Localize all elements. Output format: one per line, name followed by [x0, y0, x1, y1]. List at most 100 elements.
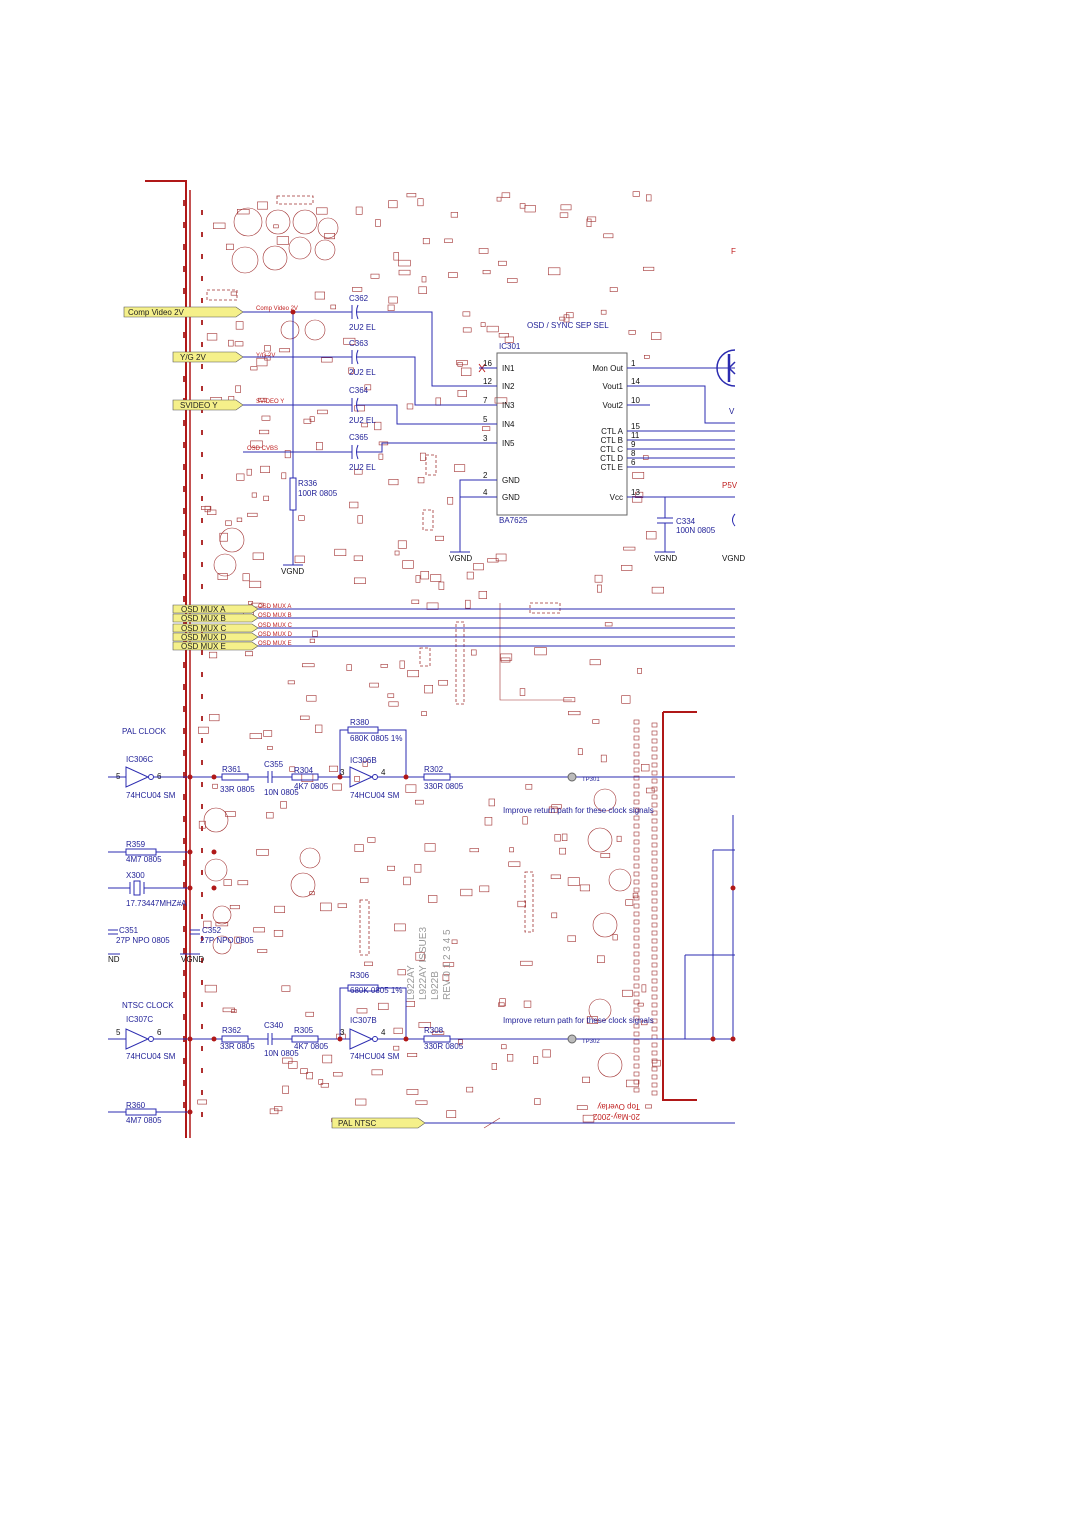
pcb-part-outline [355, 206, 363, 215]
svg-text:4K7 0805: 4K7 0805 [294, 1042, 329, 1051]
port-yg: Y/G 2V [172, 351, 244, 363]
pcb-part-outline [415, 575, 421, 583]
ic301-pin-number: 9 [631, 440, 636, 449]
pcb-part-outline [330, 304, 336, 310]
junction-right-2 [710, 1036, 716, 1042]
pcb-silk-mark [183, 816, 185, 822]
pcb-silk-mark [201, 980, 203, 985]
pcb-silk-mark [201, 430, 203, 435]
pcb-silk-mark [201, 782, 203, 787]
pcb-pad-row [651, 802, 658, 808]
pcb-part-outline [453, 464, 466, 472]
pcb-pad-row [651, 1002, 658, 1008]
pcb-pad-row [633, 839, 640, 845]
pcb-silk-mark [183, 728, 185, 734]
pcb-pad-icon [290, 872, 316, 898]
pcb-part-outline [406, 1089, 419, 1095]
pcb-pad-row [651, 858, 658, 864]
pcb-silk-mark [183, 508, 185, 514]
pcb-part-outline [306, 1072, 313, 1080]
resistor-r360: R360 4M7 0805 [108, 1101, 190, 1125]
pcb-pad-row [651, 834, 658, 840]
pcb-part-outline [234, 341, 244, 347]
pcb-part-outline [403, 876, 411, 886]
pcb-part-outline [263, 495, 269, 502]
pcb-part-outline [320, 902, 332, 912]
pcb-part-outline [519, 203, 526, 209]
pcb-part-outline [534, 647, 547, 656]
pcb-pad-row [651, 970, 658, 976]
pcb-silk-mark [201, 584, 203, 589]
pcb-part-outline [207, 509, 217, 515]
svg-text:2U2 EL: 2U2 EL [349, 368, 376, 377]
pcb-part-outline [294, 555, 305, 563]
pcb-part-outline [332, 783, 342, 791]
svg-text:IC307B: IC307B [350, 1016, 377, 1025]
pcb-part-outline [306, 695, 317, 702]
wire-to-in4 [365, 404, 497, 425]
pcb-part-outline [457, 1039, 463, 1045]
pcb-part-outline [267, 745, 273, 750]
ic301-pin-number: 1 [631, 359, 636, 368]
pcb-pad-row [651, 962, 658, 968]
pcb-part-outline [356, 1008, 368, 1014]
junction-dots [187, 309, 409, 1115]
port-osd-mux-b: OSD MUX B [172, 613, 259, 623]
svg-text:10N 0805: 10N 0805 [264, 1049, 299, 1058]
pcb-silk-mark [183, 442, 185, 448]
pcb-pad-icon [317, 217, 339, 239]
pcb-silk-mark [183, 662, 185, 668]
net-label-osd-cvbs: OSD CVBS [247, 446, 278, 452]
pcb-pad-row [633, 767, 640, 773]
svg-text:TP301: TP301 [582, 777, 600, 783]
pcb-part-outline [481, 426, 491, 431]
pcb-connector-outline [529, 602, 561, 614]
pcb-part-outline [397, 969, 406, 976]
pcb-part-outline [393, 252, 399, 261]
pcb-pad-row [633, 975, 640, 981]
pcb-part-outline [430, 574, 442, 582]
resistor-r336 [289, 477, 297, 511]
pcb-part-outline [554, 834, 561, 842]
pcb-part-outline [559, 316, 566, 321]
pcb-part-outline [258, 397, 267, 403]
svg-text:17.73447MHZ#A: 17.73447MHZ#A [126, 899, 187, 908]
c334-value: 100N 0805 [676, 526, 716, 535]
svg-text:R361: R361 [222, 765, 242, 774]
pcb-pad-row [651, 722, 658, 728]
pcb-part-outline [466, 571, 474, 580]
pcb-part-outline [274, 905, 285, 914]
pcb-part-outline [263, 345, 271, 352]
pcb-part-outline [281, 472, 287, 480]
pcb-silk-mark [201, 936, 203, 941]
pcb-silk-mark [201, 694, 203, 699]
r336-ref: R336 [298, 479, 318, 488]
pcb-part-outline [213, 222, 226, 229]
junction-dot [187, 1036, 193, 1042]
pcb-part-outline [632, 892, 639, 899]
pcb-part-outline [375, 219, 381, 227]
pcb-part-outline [478, 590, 487, 599]
pcb-pad-icon [280, 320, 300, 340]
pcb-silk-mark [201, 276, 203, 281]
pcb-part-outline [462, 311, 471, 317]
pcb-silk-mark [201, 210, 203, 215]
port-osd-mux-e: OSD MUX E [172, 641, 259, 651]
pcb-part-outline [316, 207, 328, 215]
pcb-part-outline [378, 453, 384, 460]
pcb-pad-icon [314, 239, 336, 261]
pcb-silk-mark [183, 1058, 185, 1064]
pcb-part-outline [499, 998, 506, 1007]
pcb-part-outline [402, 560, 414, 569]
pcb-part-outline [353, 555, 364, 561]
net-label-osd-mux-c: OSD MUX C [258, 623, 293, 629]
pcb-part-outline [398, 269, 411, 276]
pcb-part-outline [547, 267, 561, 276]
pcb-overlay [183, 191, 664, 1129]
pcb-part-outline [470, 649, 477, 656]
pcb-part-outline [249, 580, 262, 589]
pcb-part-outline [635, 491, 644, 499]
ic301-pin-number: 7 [483, 396, 488, 405]
pcb-pad-icon [212, 935, 232, 955]
pcb-silk-mark [201, 496, 203, 501]
